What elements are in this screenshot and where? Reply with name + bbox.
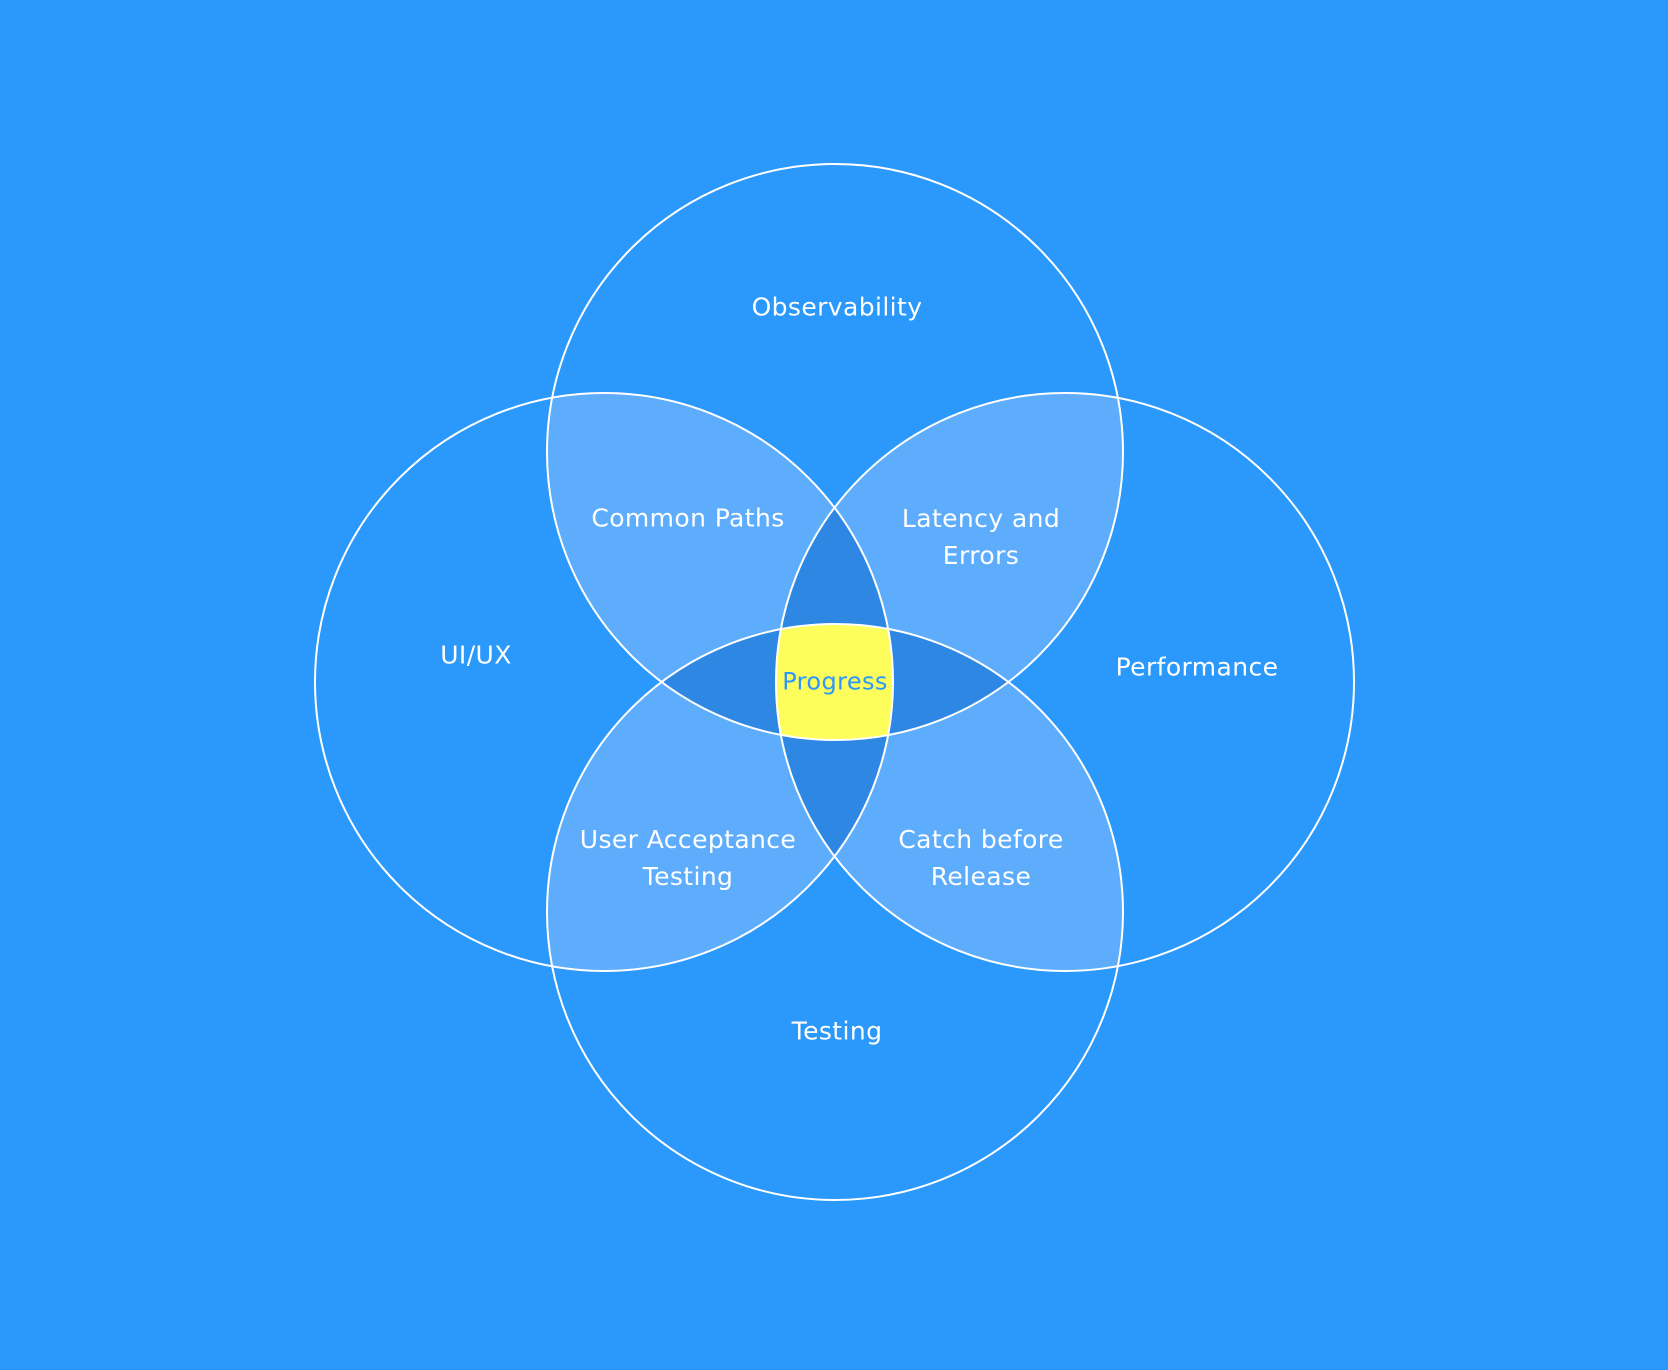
label-line: Testing (642, 862, 734, 891)
label-ui-ux: UI/UX (440, 640, 512, 670)
label-common-paths: Common Paths (591, 500, 784, 537)
label-performance: Performance (1115, 652, 1279, 682)
label-line: Release (930, 862, 1032, 891)
label-line: Errors (942, 541, 1020, 570)
circle-observability (546, 163, 1124, 741)
label-line: Latency and (901, 504, 1061, 533)
label-catch-before-release: Catch before Release (898, 821, 1063, 895)
label-progress: Progress (782, 667, 888, 696)
label-line: User Acceptance (579, 825, 797, 854)
label-latency-and-errors: Latency and Errors (902, 500, 1060, 574)
label-testing: Testing (791, 1016, 883, 1046)
label-line: Catch before (898, 825, 1064, 854)
label-user-acceptance-testing: User Acceptance Testing (580, 821, 796, 895)
label-line: Common Paths (591, 503, 785, 533)
circle-performance (775, 392, 1355, 972)
circle-testing (546, 623, 1124, 1201)
label-observability: Observability (751, 292, 923, 322)
circle-ui-ux (314, 392, 894, 972)
